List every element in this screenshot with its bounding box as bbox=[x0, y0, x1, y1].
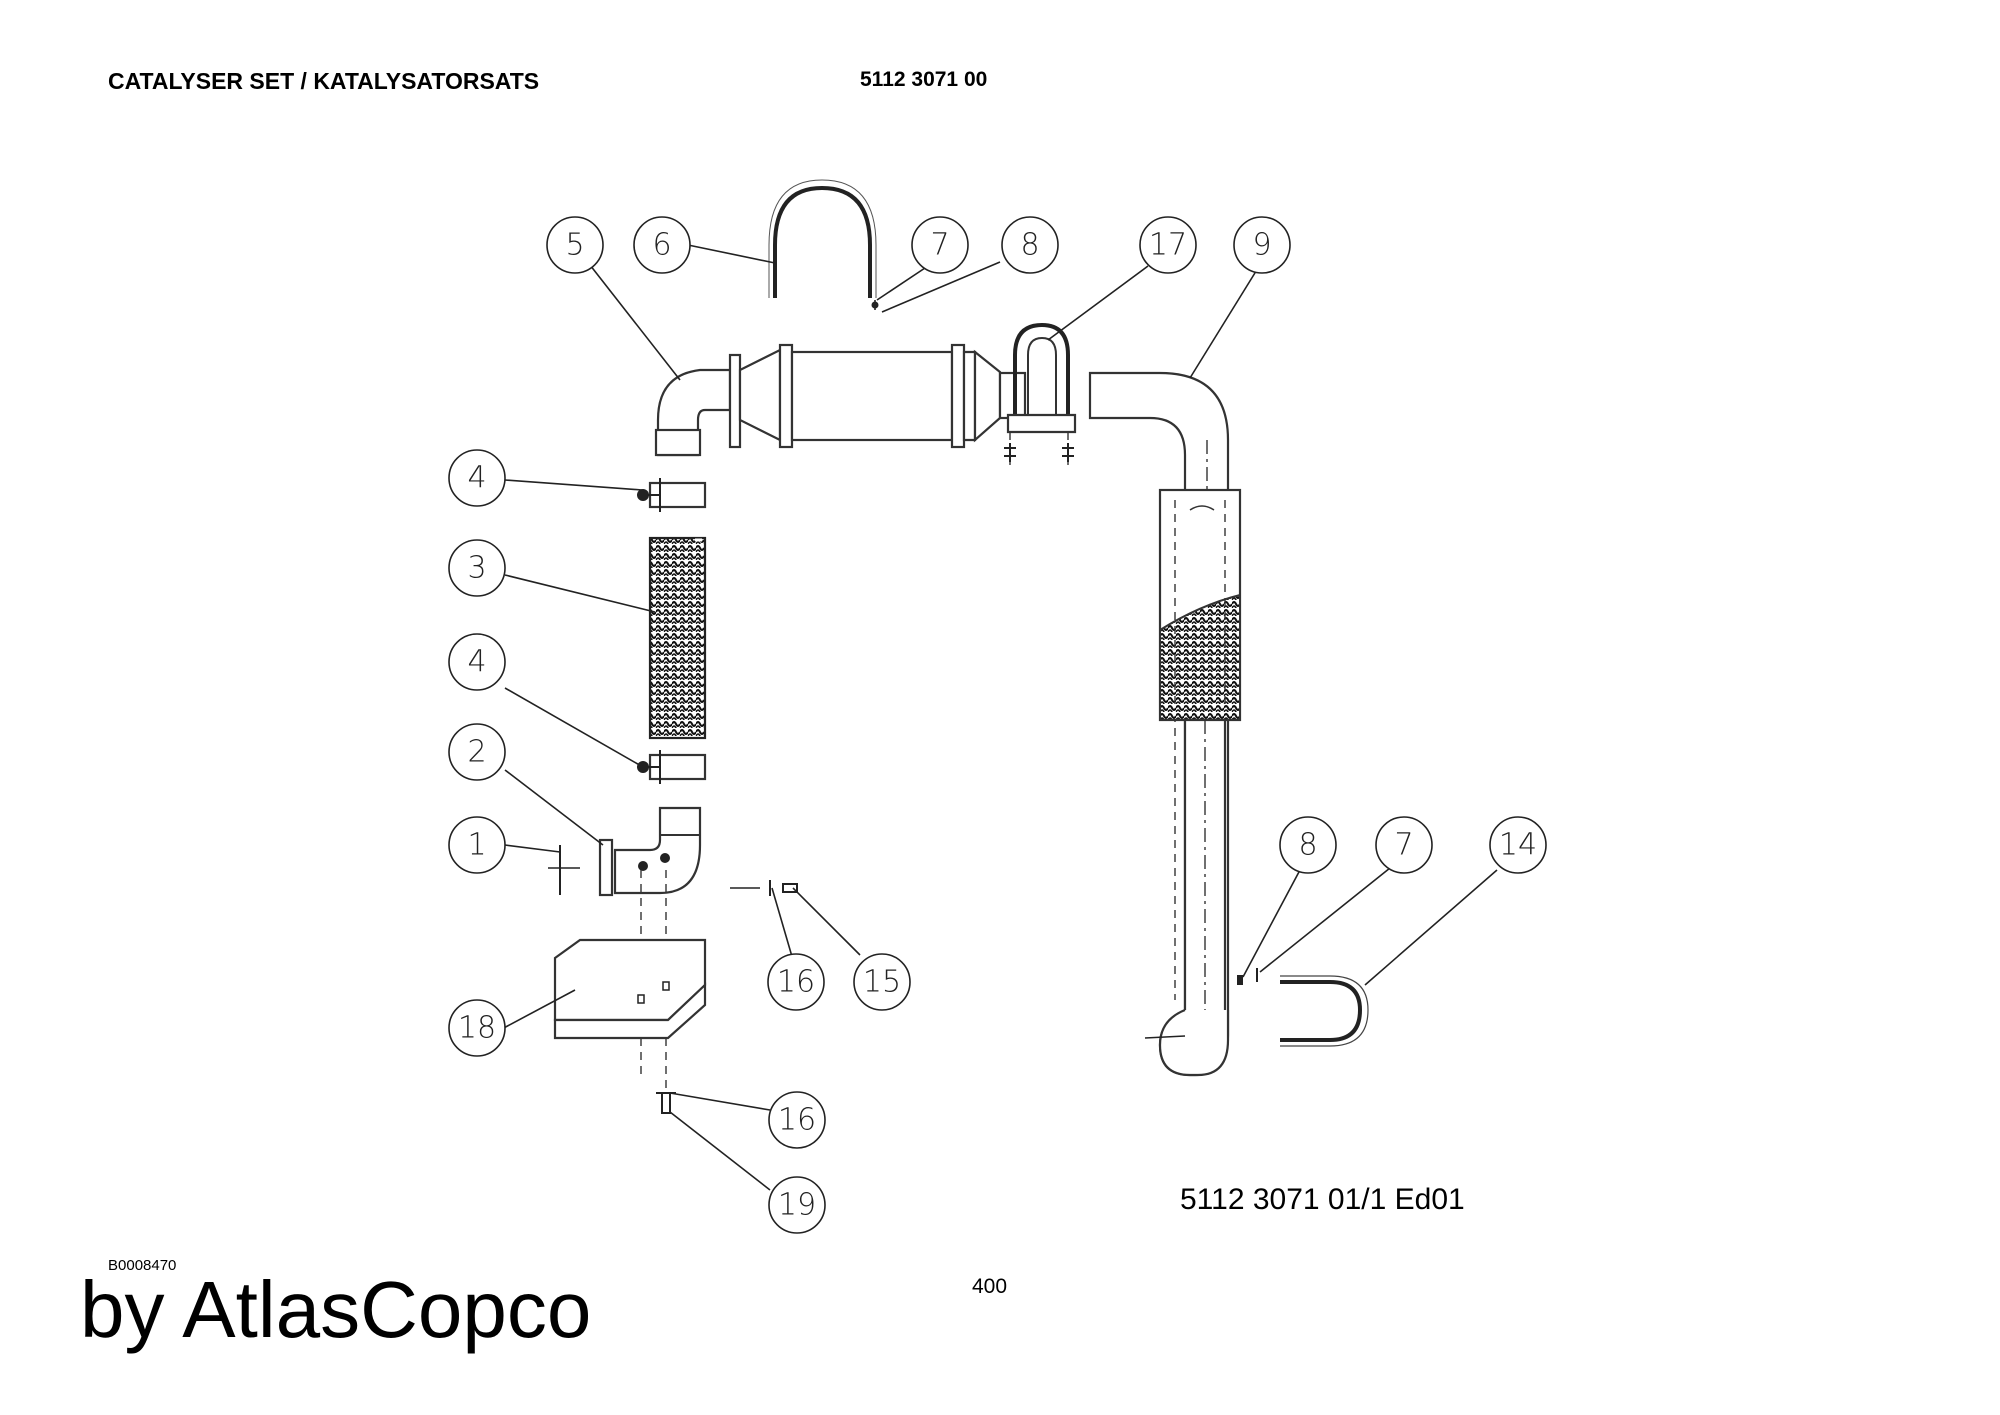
svg-text:18: 18 bbox=[458, 1011, 496, 1046]
balloon-6: 6 bbox=[633, 216, 691, 274]
svg-text:16: 16 bbox=[778, 1103, 816, 1138]
svg-text:4: 4 bbox=[467, 645, 486, 680]
balloon-7-right: 7 bbox=[1375, 816, 1433, 874]
balloon-8-right: 8 bbox=[1279, 816, 1337, 874]
drawing-code: B0008470 bbox=[108, 1257, 177, 1274]
screws-15-16 bbox=[656, 880, 798, 1114]
bracket-part-18 bbox=[553, 938, 707, 1040]
page-number: 400 bbox=[972, 1275, 1008, 1298]
svg-text:4: 4 bbox=[467, 461, 486, 496]
balloon-19: 19 bbox=[768, 1176, 826, 1234]
svg-text:1: 1 bbox=[467, 828, 486, 863]
exhaust-pipe-part-9 bbox=[1088, 371, 1258, 1077]
drawing-reference: 5112 3071 01/1 Ed01 bbox=[1180, 1183, 1465, 1216]
brand-wordmark: by AtlasCopco bbox=[80, 1265, 592, 1354]
svg-text:7: 7 bbox=[1394, 828, 1413, 863]
svg-text:3: 3 bbox=[467, 551, 486, 586]
u-bolt-part-14 bbox=[1280, 975, 1369, 1047]
svg-text:7: 7 bbox=[930, 228, 949, 263]
balloon-17: 17 bbox=[1139, 216, 1197, 274]
svg-text:8: 8 bbox=[1298, 828, 1317, 863]
balloon-15: 15 bbox=[853, 953, 911, 1011]
svg-text:6: 6 bbox=[652, 228, 671, 263]
svg-text:14: 14 bbox=[1499, 828, 1537, 863]
clamp-part-17 bbox=[1004, 322, 1077, 465]
balloon-14: 14 bbox=[1489, 816, 1547, 874]
balloon-2: 2 bbox=[448, 723, 506, 781]
svg-text:8: 8 bbox=[1020, 228, 1039, 263]
part-number: 5112 3071 00 bbox=[860, 68, 988, 91]
balloon-16-bottom: 16 bbox=[768, 1091, 826, 1149]
balloon-16-mid: 16 bbox=[767, 953, 825, 1011]
balloon-8: 8 bbox=[1001, 216, 1059, 274]
left-stack bbox=[548, 478, 707, 1090]
catalyser-body bbox=[654, 300, 1027, 457]
svg-text:2: 2 bbox=[467, 735, 486, 770]
u-bolt-part-6 bbox=[768, 179, 877, 298]
svg-text:17: 17 bbox=[1149, 228, 1187, 263]
svg-text:9: 9 bbox=[1252, 228, 1271, 263]
svg-text:5: 5 bbox=[565, 228, 584, 263]
balloon-3: 3 bbox=[448, 539, 506, 597]
balloon-7: 7 bbox=[911, 216, 969, 274]
balloon-4-bottom: 4 bbox=[448, 633, 506, 691]
balloon-5: 5 bbox=[546, 216, 604, 274]
leader-lines bbox=[499, 244, 1498, 1191]
balloon-18: 18 bbox=[448, 999, 506, 1057]
svg-text:16: 16 bbox=[777, 965, 815, 1000]
balloon-1: 1 bbox=[448, 816, 506, 874]
page-title: CATALYSER SET / KATALYSATORSATS bbox=[108, 68, 540, 94]
balloon-4-top: 4 bbox=[448, 449, 506, 507]
svg-text:15: 15 bbox=[863, 965, 901, 1000]
svg-text:19: 19 bbox=[778, 1188, 816, 1223]
balloon-9: 9 bbox=[1233, 216, 1291, 274]
